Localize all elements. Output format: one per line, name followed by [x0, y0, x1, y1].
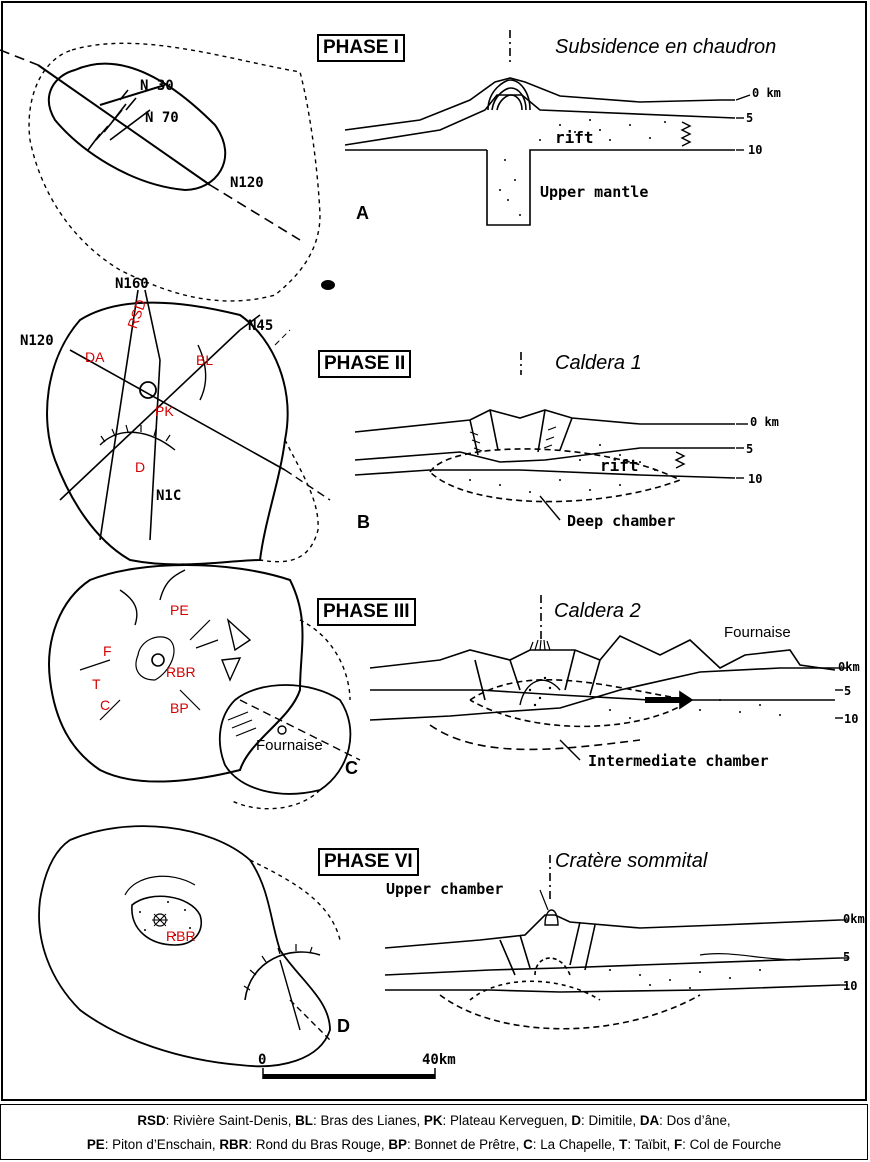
section-a-zigzag — [682, 122, 690, 146]
section-b-zigzag — [676, 452, 684, 468]
map-a-caldera — [49, 64, 225, 190]
legend-name: Bonnet de Prêtre, — [414, 1137, 523, 1152]
map-b-label-n160: N160 — [115, 276, 149, 292]
section-d-tick-0: 0km — [843, 912, 865, 926]
section-b-tick-10: 10 — [748, 472, 762, 486]
legend-abbr: C — [523, 1137, 533, 1152]
legend-line-2: PE: Piton d’Enschain, RBR: Rond du Bras … — [1, 1133, 867, 1157]
phase-1-subtitle: Subsidence en chaudron — [555, 36, 776, 59]
map-c-red-pe: PE — [170, 602, 189, 618]
legend-abbr: BL — [295, 1113, 313, 1128]
map-a-label-n120: N120 — [230, 175, 264, 191]
panel-letter-c: C — [345, 758, 358, 779]
legend-abbr: DA — [640, 1113, 659, 1128]
map-b-outline — [260, 440, 318, 562]
map-c-label-fournaise: Fournaise — [256, 737, 323, 754]
map-d-red-rbr: RBR — [166, 928, 196, 944]
section-a-tick-10: 10 — [748, 143, 762, 157]
section-a-mantle-label: Upper mantle — [540, 183, 648, 201]
phase-2-subtitle: Caldera 1 — [555, 352, 642, 375]
phase-3-box: PHASE III — [317, 598, 416, 626]
section-a-tick-5: 5 — [746, 111, 753, 125]
map-c-rbr-circle — [152, 654, 164, 666]
legend-abbr: T — [619, 1137, 627, 1152]
legend-name: Dimitile, — [588, 1113, 639, 1128]
figure-frame — [2, 2, 866, 1100]
section-c-fournaise-label: Fournaise — [724, 624, 791, 641]
map-a-island-outline — [29, 43, 320, 301]
legend-name: Rivière Saint-Denis, — [173, 1113, 295, 1128]
scale-label-end: 40km — [422, 1052, 456, 1068]
legend-abbr: RBR — [219, 1137, 248, 1152]
section-c-tick-5: 5 — [844, 684, 851, 698]
legend-box: RSD: Rivière Saint-Denis, BL: Bras des L… — [0, 1104, 868, 1160]
section-c-tick-0: 0km — [838, 660, 860, 674]
section-a-rift-label: rift — [555, 128, 594, 147]
legend-abbr: RSD — [137, 1113, 165, 1128]
map-c-red-f: F — [103, 643, 112, 659]
map-a-label-n70: N 70 — [145, 110, 179, 126]
map-a-label-n30: N 30 — [140, 78, 174, 94]
section-b-tick-0: 0 km — [750, 415, 779, 429]
section-c-tick-10: 10 — [844, 712, 858, 726]
map-b — [47, 290, 330, 564]
legend-abbr: BP — [388, 1137, 407, 1152]
map-b-label-n45: N45 — [248, 318, 273, 334]
scale-bar — [263, 1068, 435, 1079]
panel-letter-b: B — [357, 512, 370, 533]
legend-abbr: PE — [87, 1137, 105, 1152]
legend-abbr: D — [571, 1113, 581, 1128]
map-c-red-rbr: RBR — [166, 664, 196, 680]
legend-abbr: PK — [424, 1113, 443, 1128]
map-c-red-c: C — [100, 697, 110, 713]
map-b-red-bl: BL — [196, 352, 213, 368]
map-d-island-outline — [39, 826, 330, 1066]
legend-name: Taïbit, — [635, 1137, 674, 1152]
section-b — [355, 352, 735, 502]
map-a-dot — [321, 280, 335, 290]
section-d-dots — [609, 969, 761, 989]
section-d-tick-10: 10 — [843, 979, 857, 993]
section-a-tick-0: 0 km — [752, 86, 781, 100]
legend-name: Rond du Bras Rouge, — [256, 1137, 389, 1152]
legend-name: La Chapelle, — [540, 1137, 619, 1152]
phase-1-box: PHASE I — [317, 34, 405, 62]
map-b-label-n10: N1C — [156, 488, 181, 504]
section-d-chamber-label: Upper chamber — [386, 880, 503, 898]
phase-3-subtitle: Caldera 2 — [554, 600, 641, 623]
map-b-caldera — [47, 303, 288, 565]
panel-letter-d: D — [337, 1016, 350, 1037]
map-c-red-bp: BP — [170, 700, 189, 716]
section-d-tick-5: 5 — [843, 950, 850, 964]
legend-name: Plateau Kerveguen, — [450, 1113, 571, 1128]
map-c-red-t: T — [92, 676, 101, 692]
map-d-rift-arc — [245, 952, 320, 1000]
map-d — [39, 826, 340, 1066]
phase-2-box: PHASE II — [318, 350, 411, 378]
map-b-red-pk: PK — [155, 403, 174, 419]
map-b-red-d: D — [135, 459, 145, 475]
legend-name: Bras des Lianes, — [320, 1113, 423, 1128]
map-b-red-da: DA — [85, 349, 104, 365]
map-b-label-n120: N120 — [20, 333, 54, 349]
section-b-rift-label: rift — [600, 456, 639, 475]
legend-name: Dos d’âne, — [667, 1113, 731, 1128]
section-b-tick-5: 5 — [746, 442, 753, 456]
section-c-chamber-label: Intermediate chamber — [588, 752, 769, 770]
legend-name: Piton d’Enschain, — [112, 1137, 219, 1152]
scale-label-start: 0 — [258, 1052, 266, 1068]
phase-4-subtitle: Cratère sommital — [555, 850, 707, 873]
section-b-chamber-label: Deep chamber — [567, 512, 675, 530]
legend-abbr: F — [674, 1137, 682, 1152]
phase-4-box: PHASE VI — [318, 848, 419, 876]
legend-name: Col de Fourche — [690, 1137, 782, 1152]
legend-line-1: RSD: Rivière Saint-Denis, BL: Bras des L… — [1, 1109, 867, 1133]
panel-letter-a: A — [356, 203, 369, 224]
